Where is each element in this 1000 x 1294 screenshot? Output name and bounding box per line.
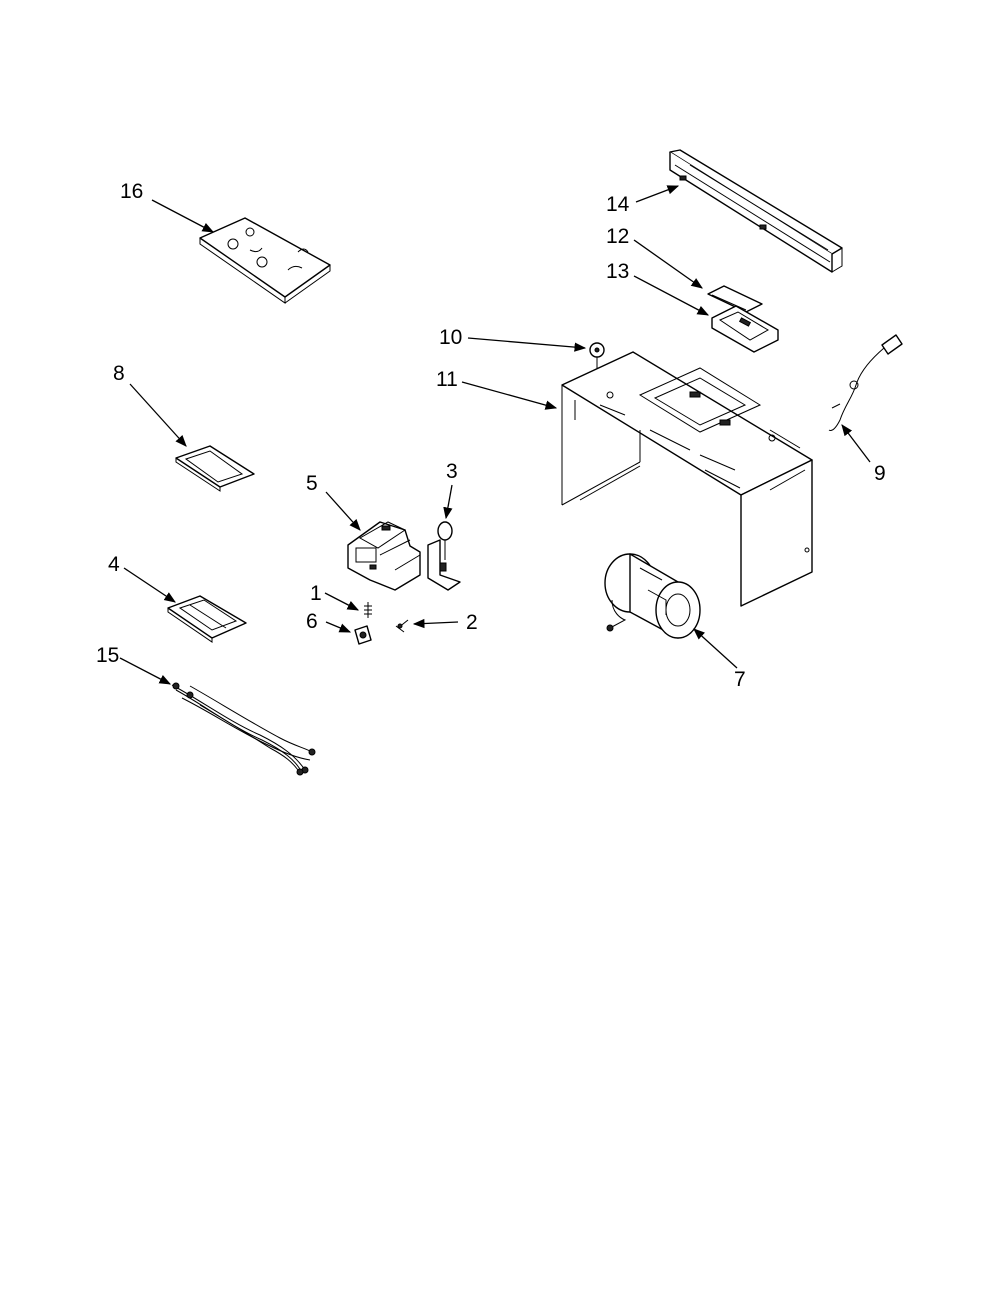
callout-5: 5 [306,472,318,495]
callout-7: 7 [734,668,746,691]
part-4-filter [167,595,247,643]
part-8-filter [175,445,255,492]
callout-6: 6 [306,610,318,633]
callout-14: 14 [606,193,630,216]
callout-13: 13 [606,260,629,283]
part-13-grille [711,305,779,353]
callout-8: 8 [113,362,125,385]
part-2-screw [395,619,409,633]
part-14-rail [669,149,843,273]
callout-10: 10 [439,326,462,349]
part-15-wire-harness [171,682,316,776]
callout-3: 3 [446,460,458,483]
part-5-bracket [347,521,421,591]
callout-2: 2 [466,611,478,634]
callout-11: 11 [436,368,458,391]
part-1-screw [364,602,372,618]
part-6-knob [354,625,372,645]
part-16-card [199,217,331,304]
callout-1: 1 [310,582,322,605]
callout-9: 9 [874,462,886,485]
part-7-blower [604,553,701,639]
callout-4: 4 [108,553,120,576]
part-3-switch [427,521,461,591]
part-12-plate [707,285,763,313]
callout-15: 15 [96,644,119,667]
leader-lines [119,185,871,685]
callout-16: 16 [120,180,143,203]
part-11-chassis [561,351,813,607]
callout-12: 12 [606,225,629,248]
callout-labels: 16 14 12 13 10 11 8 5 3 9 4 1 6 2 15 7 [96,180,886,691]
part-9-power-cord [828,334,903,431]
